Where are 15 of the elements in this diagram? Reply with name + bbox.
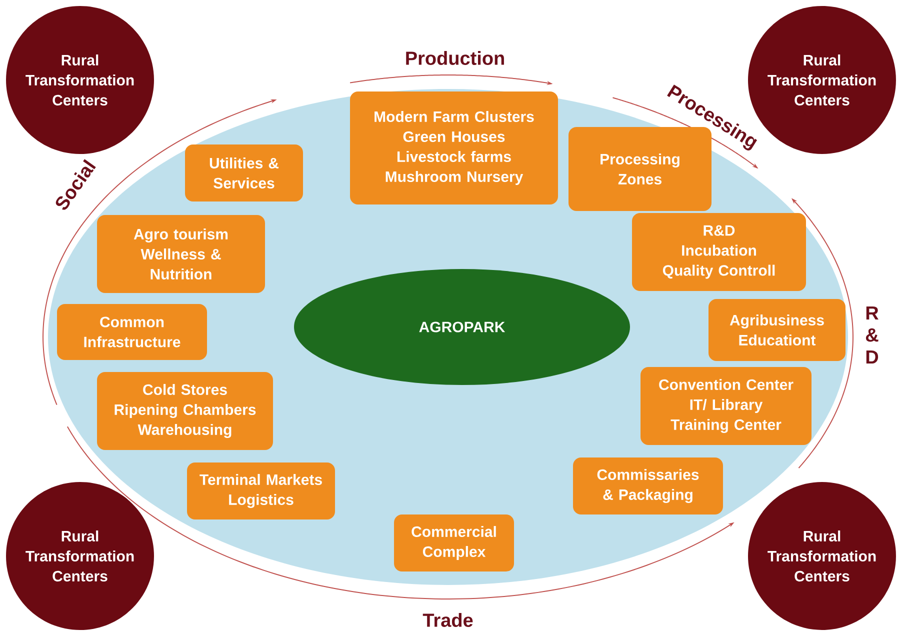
arc-label: Production bbox=[406, 51, 504, 65]
zone-box: Commissaries & Packaging bbox=[573, 458, 723, 514]
zone-box: Cold Stores Ripening Chambers Warehousing bbox=[97, 372, 273, 450]
zone-box: Commercial Complex bbox=[394, 514, 514, 572]
arc-label: Trade bbox=[422, 613, 473, 627]
zone-box: Convention Center IT/ Library Training Center bbox=[640, 367, 812, 445]
zone-box: Utilities & Services bbox=[185, 144, 303, 202]
zone-box: Terminal Markets Logistics bbox=[187, 462, 335, 520]
zone-box: Agribusiness Educationt bbox=[708, 299, 846, 361]
zone-box: Agro tourism Wellness & Nutrition bbox=[97, 215, 265, 293]
zone-box: Modern Farm Clusters Green Houses Livestock farms Mushroom Nursery bbox=[350, 92, 558, 204]
zone-box: R&D Incubation Quality Controll bbox=[632, 213, 806, 291]
zone-box: Common Infrastructure bbox=[57, 304, 207, 360]
arc-label: R & D bbox=[866, 306, 878, 364]
zone-box: Processing Zones bbox=[568, 127, 712, 211]
